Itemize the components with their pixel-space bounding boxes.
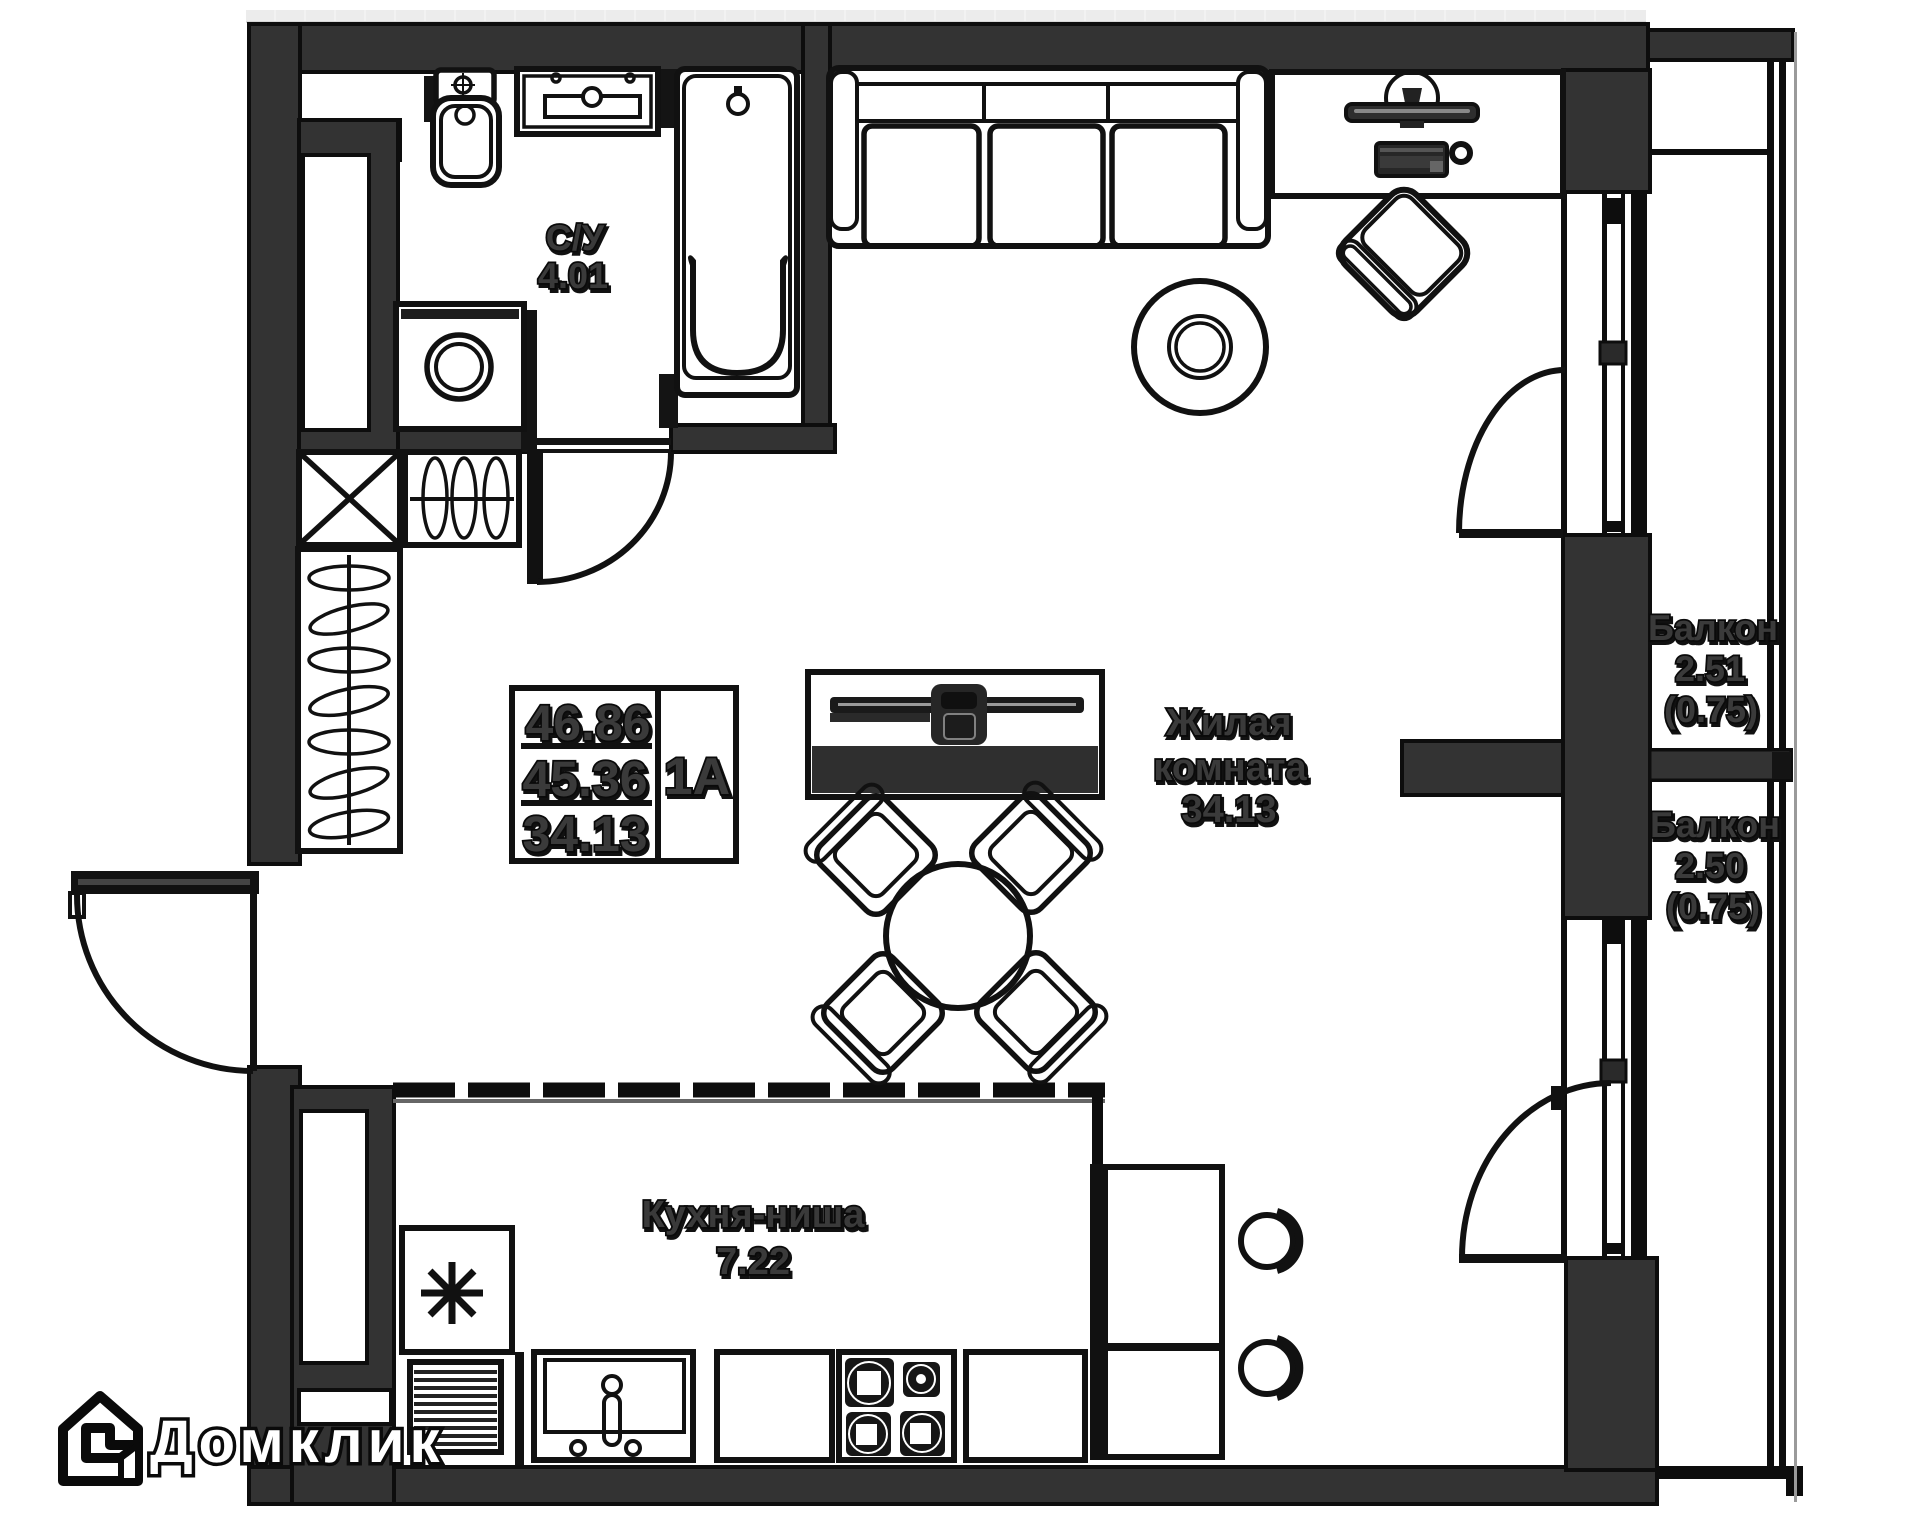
svg-text:(0.75): (0.75): [1664, 689, 1758, 730]
svg-text:1А: 1А: [666, 751, 732, 809]
svg-text:Балкон: Балкон: [1650, 804, 1780, 845]
svg-text:4.01: 4.01: [538, 255, 608, 296]
svg-text:2.50: 2.50: [1677, 848, 1747, 889]
svg-text:46.86: 46.86: [527, 698, 652, 754]
svg-text:Балкон: Балкон: [1652, 807, 1782, 848]
svg-text:Домклик: Домклик: [150, 1408, 445, 1475]
svg-text:1А: 1А: [664, 748, 730, 806]
svg-text:34.13: 34.13: [524, 809, 649, 865]
svg-text:2.51: 2.51: [1677, 651, 1747, 692]
svg-text:Жилая: Жилая: [1167, 705, 1293, 747]
svg-text:комната: комната: [1155, 750, 1309, 792]
svg-text:(0.75): (0.75): [1666, 692, 1760, 733]
svg-text:45.36: 45.36: [522, 751, 647, 807]
svg-text:С/У: С/У: [546, 217, 605, 258]
svg-text:7.22: 7.22: [716, 1241, 790, 1283]
svg-text:(0.75): (0.75): [1668, 889, 1762, 930]
svg-text:2.51: 2.51: [1675, 648, 1745, 689]
svg-text:34.13: 34.13: [522, 806, 647, 862]
svg-text:Жилая: Жилая: [1165, 702, 1291, 744]
svg-text:2.50: 2.50: [1675, 845, 1745, 886]
svg-text:34.13: 34.13: [1183, 792, 1278, 834]
svg-text:комната: комната: [1153, 747, 1307, 789]
svg-text:34.13: 34.13: [1181, 789, 1276, 831]
svg-text:Кухня-ниша: Кухня-ниша: [644, 1197, 868, 1239]
svg-text:46.86: 46.86: [525, 695, 650, 751]
svg-text:(0.75): (0.75): [1666, 886, 1760, 927]
svg-text:Балкон: Балкон: [1650, 610, 1780, 651]
svg-text:Кухня-ниша: Кухня-ниша: [642, 1194, 866, 1236]
svg-text:Балкон: Балкон: [1648, 607, 1778, 648]
svg-text:45.36: 45.36: [524, 754, 649, 810]
svg-text:4.01: 4.01: [540, 258, 610, 299]
svg-text:7.22: 7.22: [718, 1244, 792, 1286]
svg-text:С/У: С/У: [548, 220, 607, 261]
